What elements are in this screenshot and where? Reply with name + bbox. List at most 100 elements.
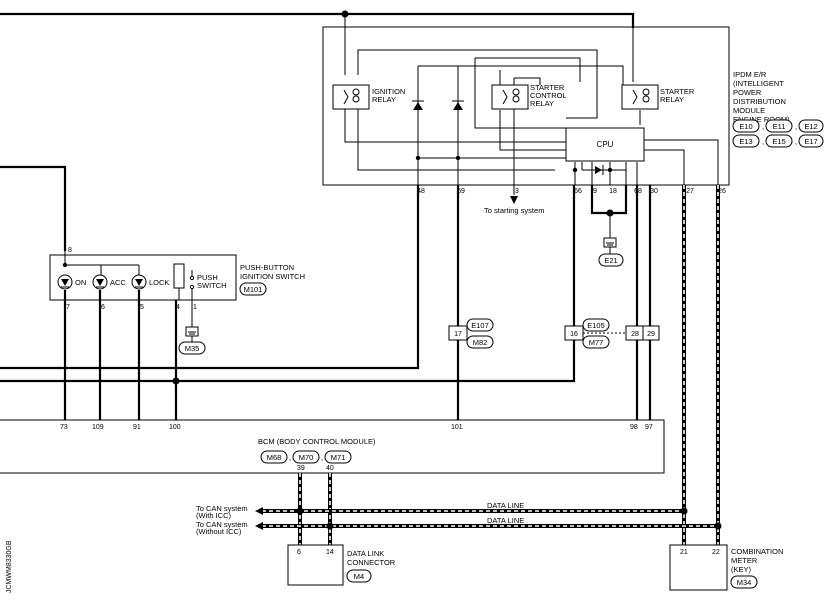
svg-text:21: 21 [680,549,688,556]
svg-text:E10: E10 [739,122,752,131]
ipdm-pins: 48 69 3 66 9 18 68 30 27 26 [417,188,726,195]
on-label: ON [75,278,86,287]
svg-text:6: 6 [297,549,301,556]
starter-relay: STARTER RELAY [621,84,695,110]
svg-text:(Without ICC): (Without ICC) [196,527,242,536]
svg-text:,: , [795,137,797,146]
svg-text:18: 18 [609,188,617,195]
joint-connector-17: 17 E107 M82 [448,185,494,420]
svg-text:5: 5 [140,304,144,311]
ipdm-diode-1 [412,100,424,110]
svg-text:91: 91 [133,424,141,431]
svg-text:97: 97 [645,424,653,431]
svg-text:40: 40 [326,465,334,472]
svg-text:E105: E105 [587,321,605,330]
starter-control-relay-label-3: RELAY [530,99,554,108]
push-switch-label-2: SWITCH [197,281,227,290]
svg-text:16: 16 [570,331,578,338]
svg-text:73: 73 [60,424,68,431]
ipdm-diode-2 [452,100,464,110]
bcm-title: BCM (BODY CONTROL MODULE) [258,437,376,446]
starter-control-relay-label-2: CONTROL [530,91,567,100]
bcm: 73 109 91 100 101 98 97 BCM (BODY CONTRO… [0,419,665,474]
svg-text:17: 17 [454,331,462,338]
svg-text:6: 6 [101,304,105,311]
svg-text:E13: E13 [739,137,752,146]
svg-text:IGNITION SWITCH: IGNITION SWITCH [240,272,305,281]
svg-text:E12: E12 [804,122,817,131]
starter-relay-label-2: RELAY [660,95,684,104]
ipdm-title: IPDM E/R (INTELLIGENT POWER DISTRIBUTION… [733,70,790,124]
svg-text:M70: M70 [299,453,314,462]
svg-text:MODULE: MODULE [733,106,765,115]
svg-text:30: 30 [650,188,658,195]
data-line-label-1: DATA LINE [487,501,524,510]
ground-m35: M35 [185,344,200,353]
svg-text:E15: E15 [772,137,785,146]
svg-text:(KEY): (KEY) [731,565,752,574]
svg-text:M68: M68 [267,453,282,462]
ipdm-diode-3 [595,165,604,175]
ipdm-internal-wiring [344,14,719,195]
push-button-ignition-switch: 8 ON ACC LOCK PUSH SWITCH 7 6 5 4 1 [49,247,305,420]
data-line-label-2: DATA LINE [487,516,524,525]
starter-control-relay-label-1: STARTER [530,83,565,92]
svg-text:27: 27 [686,188,694,195]
heavy-wiring [0,10,635,385]
svg-text:26: 26 [718,188,726,195]
svg-text:7: 7 [66,304,70,311]
svg-text:E21: E21 [604,256,617,265]
svg-text:9: 9 [593,188,597,195]
svg-text:29: 29 [647,331,655,338]
svg-text:,: , [289,453,291,462]
cpu-block [565,127,645,162]
to-starting-system-label: To starting system [484,206,544,215]
svg-text:M4: M4 [354,572,364,581]
starter-relay-label-1: STARTER [660,87,695,96]
svg-text:DATA LINK: DATA LINK [347,549,384,558]
ignition-relay-label-1: IGNITION [372,87,405,96]
lock-label: LOCK [149,278,169,287]
ground-e21: E21 [598,237,624,267]
svg-text:4: 4 [176,304,180,311]
svg-text:,: , [762,122,764,131]
can-data-lines: DATA LINE DATA LINE To CAN system (With … [196,185,722,545]
svg-text:14: 14 [326,549,334,556]
svg-text:CONNECTOR: CONNECTOR [347,558,396,567]
cpu-label: CPU [597,140,614,149]
svg-text:DISTRIBUTION: DISTRIBUTION [733,97,786,106]
svg-text:POWER: POWER [733,88,762,97]
svg-text:COMBINATION: COMBINATION [731,547,783,556]
svg-text:METER: METER [731,556,758,565]
svg-text:IPDM E/R: IPDM E/R [733,70,767,79]
svg-text:To CAN system: To CAN system [196,520,248,529]
svg-text:M34: M34 [737,578,752,587]
svg-text:ENGINE ROOM): ENGINE ROOM) [733,115,790,124]
svg-text:22: 22 [712,549,720,556]
svg-text:M77: M77 [589,338,604,347]
svg-text:(INTELLIGENT: (INTELLIGENT [733,79,784,88]
svg-text:E11: E11 [773,122,786,131]
svg-text:39: 39 [297,465,305,472]
svg-text:PUSH-BUTTON: PUSH-BUTTON [240,263,294,272]
svg-text:,: , [762,137,764,146]
svg-text:E107: E107 [471,321,489,330]
svg-text:E17: E17 [804,137,817,146]
svg-text:109: 109 [92,424,104,431]
svg-text:101: 101 [451,424,463,431]
ipdm-connectors: E10 , E11 , E12 E13 , E15 , E17 [732,119,824,148]
ipdm-er: IGNITION RELAY STARTER CONTROL RELAY STA… [322,14,824,195]
svg-text:(With ICC): (With ICC) [196,511,231,520]
svg-text:66: 66 [574,188,582,195]
acc-label: ACC [110,278,126,287]
svg-text:,: , [321,453,323,462]
ignition-relay: IGNITION RELAY [332,84,405,110]
svg-text:69: 69 [457,188,465,195]
combination-meter: 21 22 COMBINATION METER (KEY) M34 [669,544,783,591]
svg-text:100: 100 [169,424,181,431]
push-switch-label-1: PUSH [197,273,218,282]
svg-text:8: 8 [68,247,72,254]
svg-text:48: 48 [417,188,425,195]
starter-control-relay: STARTER CONTROL RELAY [491,83,567,110]
